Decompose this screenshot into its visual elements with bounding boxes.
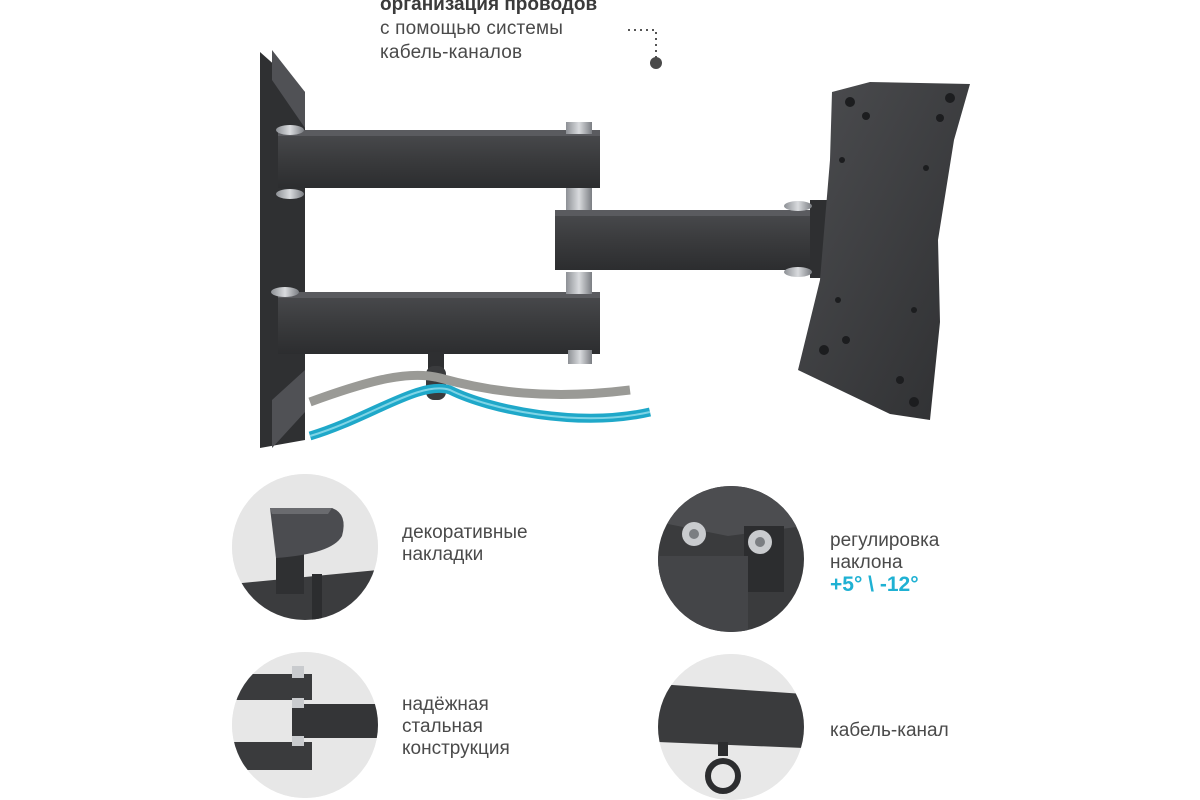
tilt-adjustment-caption: регулировка наклона +5° \ -12° bbox=[830, 530, 940, 596]
cable-channel-caption: кабель-канал bbox=[830, 720, 949, 741]
tv-wall-mount-illustration bbox=[260, 50, 970, 448]
cable-hook-detail-image bbox=[658, 654, 804, 800]
tilt-bracket-detail-image bbox=[658, 486, 804, 632]
vesa-plate bbox=[798, 82, 970, 420]
steel-arm-detail-image bbox=[232, 652, 378, 798]
steel-construction-caption: надёжная стальная конструкция bbox=[402, 694, 510, 759]
cable-management-line-3: кабель-каналов bbox=[380, 42, 523, 63]
decorative-cap-caption: декоративные накладки bbox=[402, 522, 528, 565]
tilt-range-value: +5° \ -12° bbox=[830, 573, 919, 596]
cable-management-line-2: с помощью системы bbox=[380, 18, 564, 39]
wall-plate bbox=[260, 50, 305, 448]
decorative-cap-detail-image bbox=[232, 474, 378, 620]
cable-management-heading: организация проводов bbox=[380, 0, 598, 15]
callout-leader-icon bbox=[628, 29, 662, 69]
